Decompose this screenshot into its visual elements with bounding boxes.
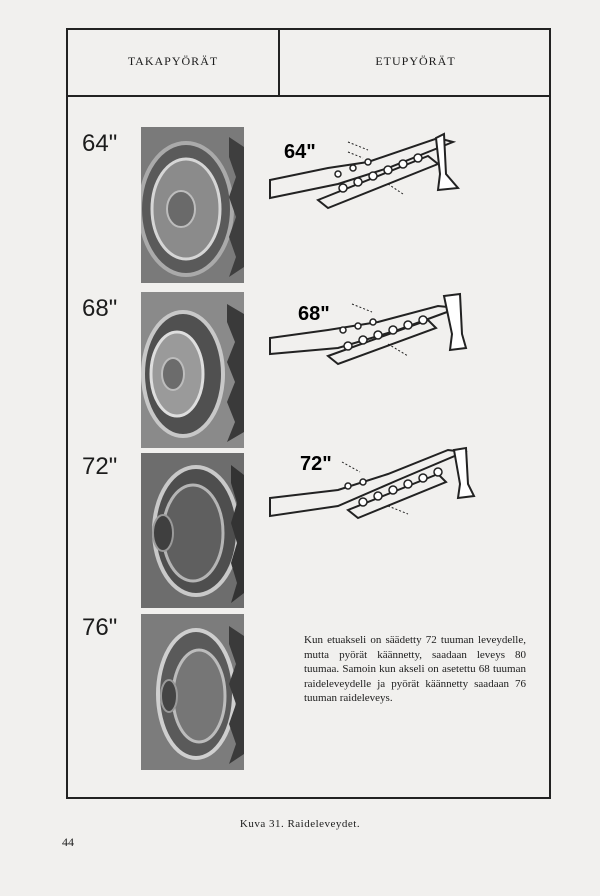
rear-wheel-photo-76	[141, 614, 244, 770]
page-number: 44	[62, 835, 74, 849]
axle-label-72: 72"	[300, 453, 332, 475]
front-axle-drawing-68: 68"	[268, 290, 490, 394]
size-label-68: 68"	[82, 295, 118, 322]
rear-wheels-heading: TAKAPYÖRÄT	[127, 54, 219, 68]
size-label-64: 64"	[82, 130, 118, 157]
header-divider	[278, 30, 280, 97]
table-header: TAKAPYÖRÄT ETUPYÖRÄT	[68, 30, 549, 97]
axle-label-68: 68"	[298, 303, 330, 325]
figure-caption: Kuva 31. Raideleveydet.	[239, 818, 361, 830]
rear-wheel-photo-68	[141, 292, 244, 448]
axle-label-64: 64"	[284, 141, 316, 163]
explanation-text: Kun etuakseli on säädetty 72 tuuman leve…	[304, 634, 526, 704]
figure-frame: TAKAPYÖRÄT ETUPYÖRÄT	[66, 28, 551, 799]
size-label-72: 72"	[82, 453, 118, 480]
front-axle-drawing-64: 64"	[268, 128, 490, 232]
rear-wheel-photo-72	[141, 453, 244, 608]
size-label-76: 76"	[82, 614, 118, 641]
rear-wheel-photo-64	[141, 127, 244, 283]
front-axle-drawing-72: 72"	[268, 444, 490, 548]
front-wheels-heading: ETUPYÖRÄT	[375, 54, 456, 68]
